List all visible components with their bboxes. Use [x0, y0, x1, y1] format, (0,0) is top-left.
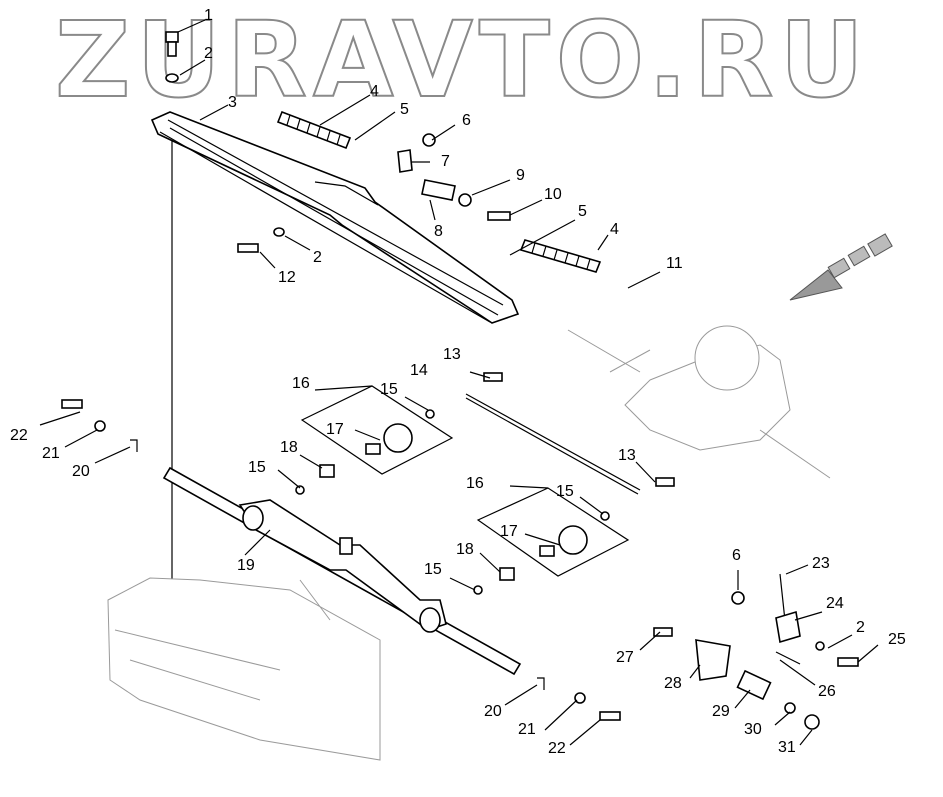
callout-10: 10	[544, 186, 562, 203]
bolt-part-10	[487, 211, 511, 221]
callout-25: 25	[888, 631, 906, 648]
callout-12: 12	[278, 269, 296, 286]
bracket-part-20	[130, 439, 545, 690]
callout-17a: 17	[326, 421, 344, 438]
callout-4b: 4	[610, 221, 619, 238]
callout-2b: 2	[313, 249, 322, 266]
callout-13a: 13	[443, 346, 461, 363]
plate-part-16b	[476, 487, 630, 577]
bolt-part-13b	[655, 477, 675, 487]
bracket-part-7	[397, 149, 413, 173]
frame-context	[107, 577, 381, 761]
callout-26: 26	[818, 683, 836, 700]
callout-13b: 13	[618, 447, 636, 464]
callout-5b: 5	[578, 203, 587, 220]
sprocket-part-17b	[558, 525, 588, 555]
direction-arrow	[789, 233, 893, 301]
callout-14: 14	[410, 362, 428, 379]
callout-1: 1	[204, 7, 213, 24]
callout-18a: 18	[280, 439, 298, 456]
bolt-part-12	[237, 243, 259, 253]
nut-part-6	[422, 133, 436, 147]
callout-20b: 20	[484, 703, 502, 720]
hub-17a	[365, 443, 381, 455]
washer-part-15a	[425, 409, 435, 419]
callout-16a: 16	[292, 375, 310, 392]
callout-5: 5	[400, 101, 409, 118]
callout-21a: 21	[42, 445, 60, 462]
shaft-part-14	[465, 397, 639, 495]
callout-2c: 2	[856, 619, 865, 636]
callout-15b: 15	[248, 459, 266, 476]
bolt-part-1	[165, 31, 179, 57]
callout-19: 19	[237, 557, 255, 574]
bushing-part-18a	[319, 464, 335, 478]
rail-part-3	[150, 111, 520, 324]
plate-part-16a	[300, 385, 454, 475]
callout-20a: 20	[72, 463, 90, 480]
callout-6b: 6	[732, 547, 741, 564]
washer-part-21b	[574, 692, 586, 704]
callout-30: 30	[744, 721, 762, 738]
callout-11: 11	[666, 255, 683, 272]
washer-part-2	[165, 73, 179, 83]
chain-part-4-lower	[519, 239, 602, 273]
chain-part-4-upper	[276, 110, 352, 150]
washer-part-21a	[94, 420, 106, 432]
callout-17b: 17	[500, 523, 518, 540]
hub-17b	[539, 545, 555, 557]
shaft-part-19	[162, 466, 522, 676]
callout-3: 3	[228, 94, 237, 111]
watermark: ZURAVTO.RU	[54, 0, 870, 121]
callout-15d: 15	[424, 561, 442, 578]
callout-28: 28	[664, 675, 682, 692]
callout-31: 31	[778, 739, 796, 756]
callout-18b: 18	[456, 541, 474, 558]
callout-15c: 15	[556, 483, 574, 500]
callout-15a: 15	[380, 381, 398, 398]
callout-21b: 21	[518, 721, 536, 738]
callout-29: 29	[712, 703, 730, 720]
washer-part-15b	[295, 485, 305, 495]
callout-4: 4	[370, 83, 379, 100]
callout-23: 23	[812, 555, 830, 572]
callout-6: 6	[462, 112, 471, 129]
tensioner-assembly	[653, 573, 859, 730]
callout-2: 2	[204, 45, 213, 62]
callout-22b: 22	[548, 740, 566, 757]
callout-16b: 16	[466, 475, 484, 492]
callout-24: 24	[826, 595, 844, 612]
bolt-part-22b	[599, 711, 621, 721]
callout-7: 7	[441, 153, 450, 170]
leader-lines	[39, 19, 879, 746]
callout-9: 9	[516, 167, 525, 184]
bolt-part-22a	[61, 399, 83, 409]
bushing-part-18b	[499, 567, 515, 581]
callout-27: 27	[616, 649, 634, 666]
sprocket-part-17a	[383, 423, 413, 453]
tensioner-part-8	[421, 179, 456, 201]
callout-8: 8	[434, 223, 443, 240]
nut-part-9	[458, 193, 472, 207]
callout-22a: 22	[10, 427, 28, 444]
washer-part-2b	[273, 227, 285, 237]
gearbox-context	[567, 325, 831, 479]
washer-part-15d	[473, 585, 483, 595]
bolt-part-13a	[483, 372, 503, 382]
